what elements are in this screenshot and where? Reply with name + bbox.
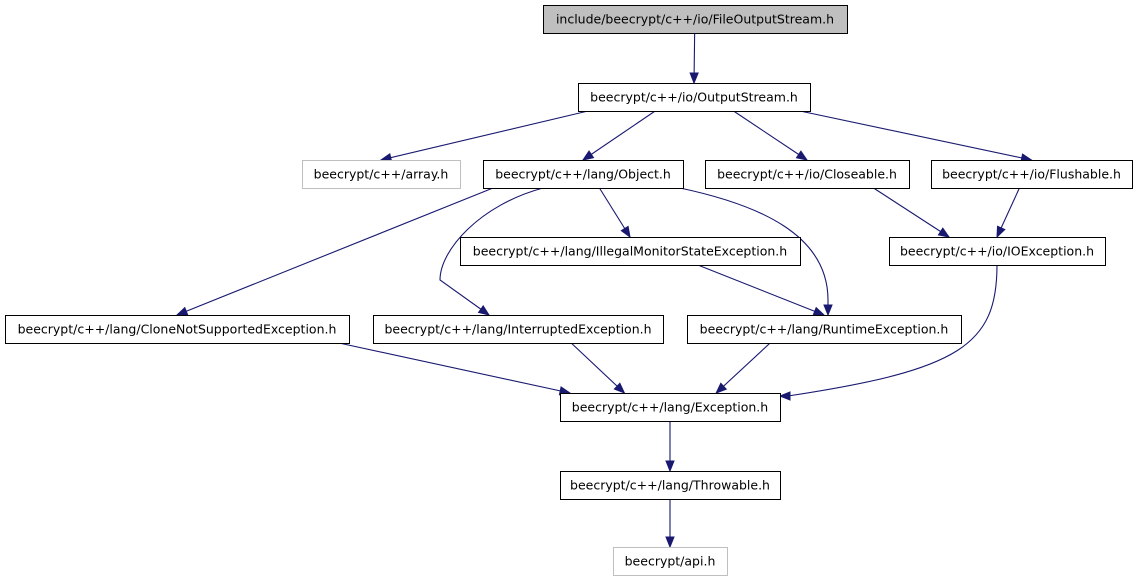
edge-output_stream-to-closeable: [733, 110, 809, 161]
node-box: [560, 471, 781, 500]
node-box: [483, 160, 684, 189]
edge-arrowhead: [665, 536, 675, 549]
edge-throwable-to-api: [665, 499, 675, 549]
node-box: [613, 547, 728, 576]
edge-object-to-illegal_monitor: [598, 187, 631, 239]
edge-arrowhead: [689, 72, 699, 85]
edge-arrowhead: [175, 306, 189, 316]
node-box: [705, 160, 910, 189]
header-nodes: include/beecrypt/c++/io/FileOutputStream…: [5, 5, 1133, 576]
node-label: include/beecrypt/c++/io/FileOutputStream…: [556, 12, 834, 27]
node-label: beecrypt/c++/io/Flushable.h: [942, 167, 1121, 182]
edge-arrowhead: [778, 391, 791, 401]
edge-arrowhead: [620, 225, 631, 239]
node-clone-not-supported[interactable]: beecrypt/c++/lang/CloneNotSupportedExcep…: [5, 315, 350, 344]
edge-output_stream-to-flushable: [799, 110, 1033, 163]
edge-output_stream-to-object: [581, 110, 656, 161]
node-box: [931, 160, 1133, 189]
edge-object-to-clone_not_supported: [175, 187, 494, 316]
node-box: [560, 393, 781, 422]
node-box: [373, 315, 664, 344]
node-label: beecrypt/c++/lang/IllegalMonitorStateExc…: [473, 244, 787, 259]
edge-arrowhead: [937, 227, 951, 238]
edge-arrowhead: [581, 150, 595, 161]
edge-arrowhead: [823, 304, 833, 317]
node-io-exception[interactable]: beecrypt/c++/io/IOException.h: [889, 237, 1106, 266]
node-throwable[interactable]: beecrypt/c++/lang/Throwable.h: [560, 471, 781, 500]
node-box: [889, 237, 1106, 266]
node-closeable[interactable]: beecrypt/c++/io/Closeable.h: [705, 160, 910, 189]
node-label: beecrypt/c++/lang/Object.h: [495, 167, 671, 182]
edge-arrowhead: [715, 382, 728, 394]
node-box: [687, 315, 962, 344]
node-box: [302, 160, 461, 189]
dependency-edges: [175, 32, 1033, 549]
node-object[interactable]: beecrypt/c++/lang/Object.h: [483, 160, 684, 189]
edge-arrowhead: [996, 225, 1006, 239]
node-label: beecrypt/c++/lang/RuntimeException.h: [700, 322, 949, 337]
edge-arrowhead: [665, 460, 675, 473]
edge-arrowhead: [812, 306, 826, 316]
edge-illegal_monitor-to-runtime: [697, 264, 826, 316]
node-box: [543, 5, 848, 34]
edge-runtime-to-exception: [715, 342, 771, 394]
node-label: beecrypt/c++/io/OutputStream.h: [590, 90, 798, 105]
node-label: beecrypt/api.h: [625, 554, 716, 569]
edge-output_stream-to-array: [379, 110, 589, 163]
edge-arrowhead: [795, 150, 809, 161]
edge-closeable-to-io_exception: [873, 187, 951, 238]
node-exception[interactable]: beecrypt/c++/lang/Exception.h: [560, 393, 781, 422]
edge-arrowhead: [613, 382, 626, 394]
edge-flushable-to-io_exception: [996, 187, 1020, 239]
node-label: beecrypt/c++/lang/Exception.h: [572, 400, 768, 415]
edge-object-to-interrupted: [439, 187, 544, 316]
node-interrupted[interactable]: beecrypt/c++/lang/InterruptedException.h: [373, 315, 664, 344]
edge-io_exception-to-exception: [778, 264, 998, 401]
node-illegal-monitor[interactable]: beecrypt/c++/lang/IllegalMonitorStateExc…: [460, 237, 801, 266]
node-label: beecrypt/c++/io/Closeable.h: [717, 167, 897, 182]
node-label: beecrypt/c++/lang/Throwable.h: [570, 478, 770, 493]
node-label: beecrypt/c++/lang/CloneNotSupportedExcep…: [18, 322, 337, 337]
node-label: beecrypt/c++/lang/InterruptedException.h: [384, 322, 651, 337]
node-array[interactable]: beecrypt/c++/array.h: [302, 160, 461, 189]
node-box: [460, 237, 801, 266]
node-output-stream[interactable]: beecrypt/c++/io/OutputStream.h: [578, 83, 811, 112]
edge-arrowhead: [477, 305, 491, 316]
edge-file_output_stream-to-output_stream: [689, 32, 699, 85]
edge-clone_not_supported-to-exception: [338, 342, 572, 396]
node-api[interactable]: beecrypt/api.h: [613, 547, 728, 576]
edge-interrupted-to-exception: [570, 342, 626, 394]
edge-exception-to-throwable: [665, 421, 675, 473]
node-runtime[interactable]: beecrypt/c++/lang/RuntimeException.h: [687, 315, 962, 344]
node-label: beecrypt/c++/io/IOException.h: [900, 244, 1094, 259]
edge-object-to-runtime: [679, 187, 833, 317]
node-box: [578, 83, 811, 112]
node-flushable[interactable]: beecrypt/c++/io/Flushable.h: [931, 160, 1133, 189]
node-file-output-stream[interactable]: include/beecrypt/c++/io/FileOutputStream…: [543, 5, 848, 34]
node-box: [5, 315, 350, 344]
node-label: beecrypt/c++/array.h: [314, 167, 449, 182]
